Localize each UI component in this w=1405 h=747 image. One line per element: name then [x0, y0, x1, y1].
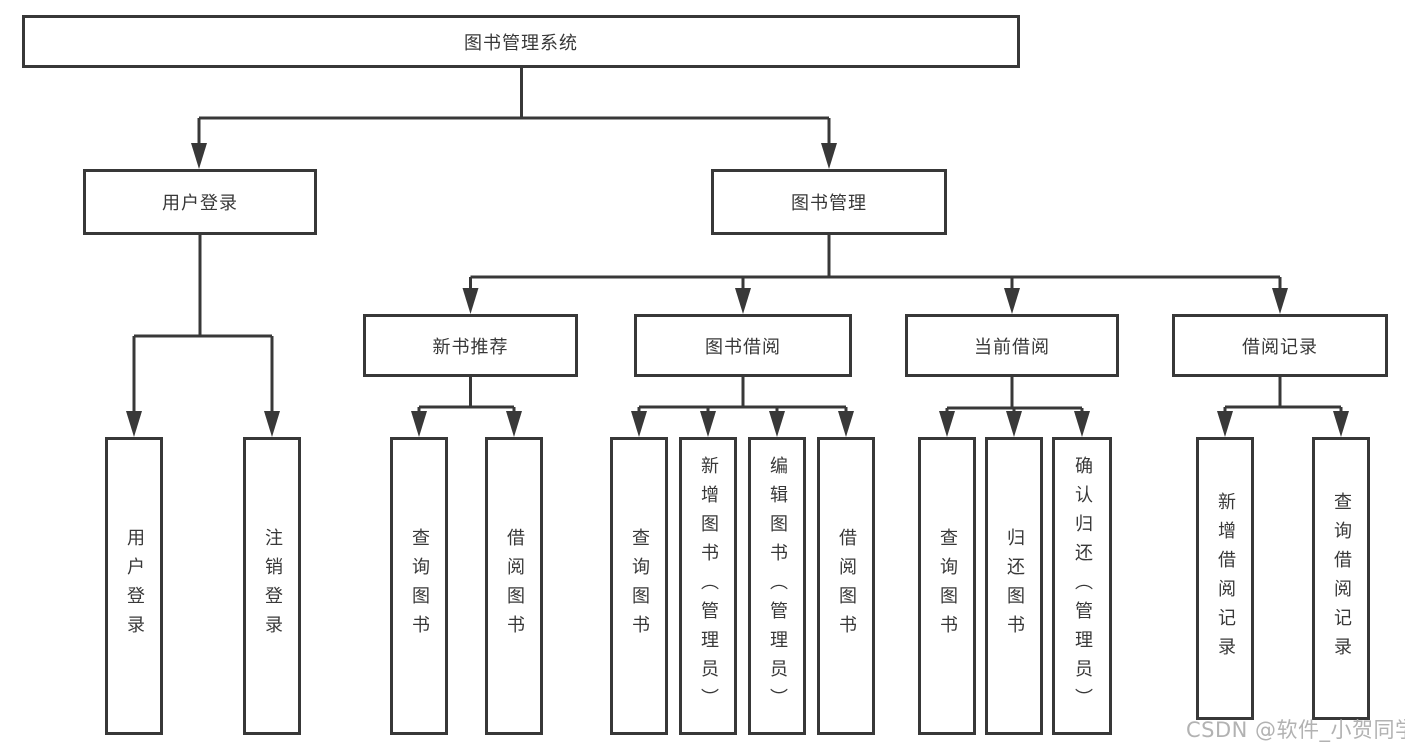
node-label: 借阅记录	[1242, 336, 1318, 358]
node-label: 查询借阅记录	[1331, 491, 1352, 666]
arrowhead	[939, 411, 955, 437]
node-user-login-leaf: 用户登录	[105, 437, 163, 735]
arrowhead	[1074, 411, 1090, 437]
node-return-books: 归还图书	[985, 437, 1043, 735]
arrowhead	[126, 411, 142, 437]
arrowhead	[1004, 288, 1020, 314]
node-new-book-recommend: 新书推荐	[363, 314, 578, 377]
arrowhead	[838, 411, 854, 437]
arrowhead	[769, 411, 785, 437]
node-borrow-books-recommend: 借阅图书	[485, 437, 543, 735]
node-query-books-current: 查询图书	[918, 437, 976, 735]
arrowhead	[700, 411, 716, 437]
connector-bookborrow-to-leaves	[637, 377, 848, 414]
arrowhead	[411, 411, 427, 437]
connector-root-to-level2	[197, 68, 831, 146]
node-query-books-recommend: 查询图书	[390, 437, 448, 735]
node-confirm-return-admin: 确认归还（管理员）	[1052, 437, 1112, 735]
connector-records-to-leaves	[1223, 377, 1343, 414]
node-label: 编辑图书（管理员）	[767, 455, 788, 717]
node-borrow-books-borrowing: 借阅图书	[817, 437, 875, 735]
node-borrowing-records: 借阅记录	[1172, 314, 1388, 377]
arrowhead	[264, 411, 280, 437]
node-label: 图书管理	[791, 193, 867, 214]
node-label: 确认归还（管理员）	[1072, 455, 1093, 717]
arrowhead	[1333, 411, 1349, 437]
arrowhead	[191, 143, 207, 169]
arrowhead	[821, 143, 837, 169]
node-logout-leaf: 注销登录	[243, 437, 301, 735]
node-query-borrow-record: 查询借阅记录	[1312, 437, 1370, 720]
arrowhead	[1006, 411, 1022, 437]
node-label: 查询图书	[629, 528, 650, 644]
node-add-books-admin: 新增图书（管理员）	[679, 437, 737, 735]
connector-currentborrow-to-leaves	[945, 377, 1084, 414]
node-current-borrowing: 当前借阅	[905, 314, 1119, 377]
node-edit-books-admin: 编辑图书（管理员）	[748, 437, 806, 735]
node-label: 图书借阅	[705, 336, 781, 358]
node-label: 当前借阅	[974, 336, 1050, 358]
arrowhead	[1272, 288, 1288, 314]
node-label: 借阅图书	[836, 528, 857, 644]
connector-newbook-to-leaves	[417, 377, 516, 414]
node-label: 用户登录	[124, 528, 145, 644]
arrowhead	[735, 288, 751, 314]
csdn-watermark: CSDN @软件_小贺同学	[1186, 718, 1405, 742]
node-label: 借阅图书	[504, 528, 525, 644]
arrowhead	[506, 411, 522, 437]
node-book-management: 图书管理	[711, 169, 947, 235]
arrowhead	[1217, 411, 1233, 437]
node-book-borrowing: 图书借阅	[634, 314, 852, 377]
node-label: 归还图书	[1004, 528, 1025, 644]
arrowhead	[462, 288, 479, 314]
node-label: 查询图书	[409, 528, 430, 644]
node-label: 新书推荐	[432, 336, 509, 358]
node-label: 新增图书（管理员）	[698, 455, 719, 717]
node-user-login: 用户登录	[83, 169, 317, 235]
node-add-borrow-record: 新增借阅记录	[1196, 437, 1254, 720]
node-label: 图书管理系统	[464, 32, 578, 54]
connector-userlogin-to-leaves	[132, 235, 274, 414]
node-label: 查询图书	[937, 528, 958, 644]
connector-bookmgmt-to-level3	[469, 235, 1282, 292]
arrowhead	[631, 411, 647, 437]
node-query-books-borrowing: 查询图书	[610, 437, 668, 735]
node-label: 用户登录	[162, 193, 238, 214]
node-label: 新增借阅记录	[1215, 491, 1236, 666]
node-root: 图书管理系统	[22, 15, 1020, 68]
node-label: 注销登录	[262, 528, 283, 644]
